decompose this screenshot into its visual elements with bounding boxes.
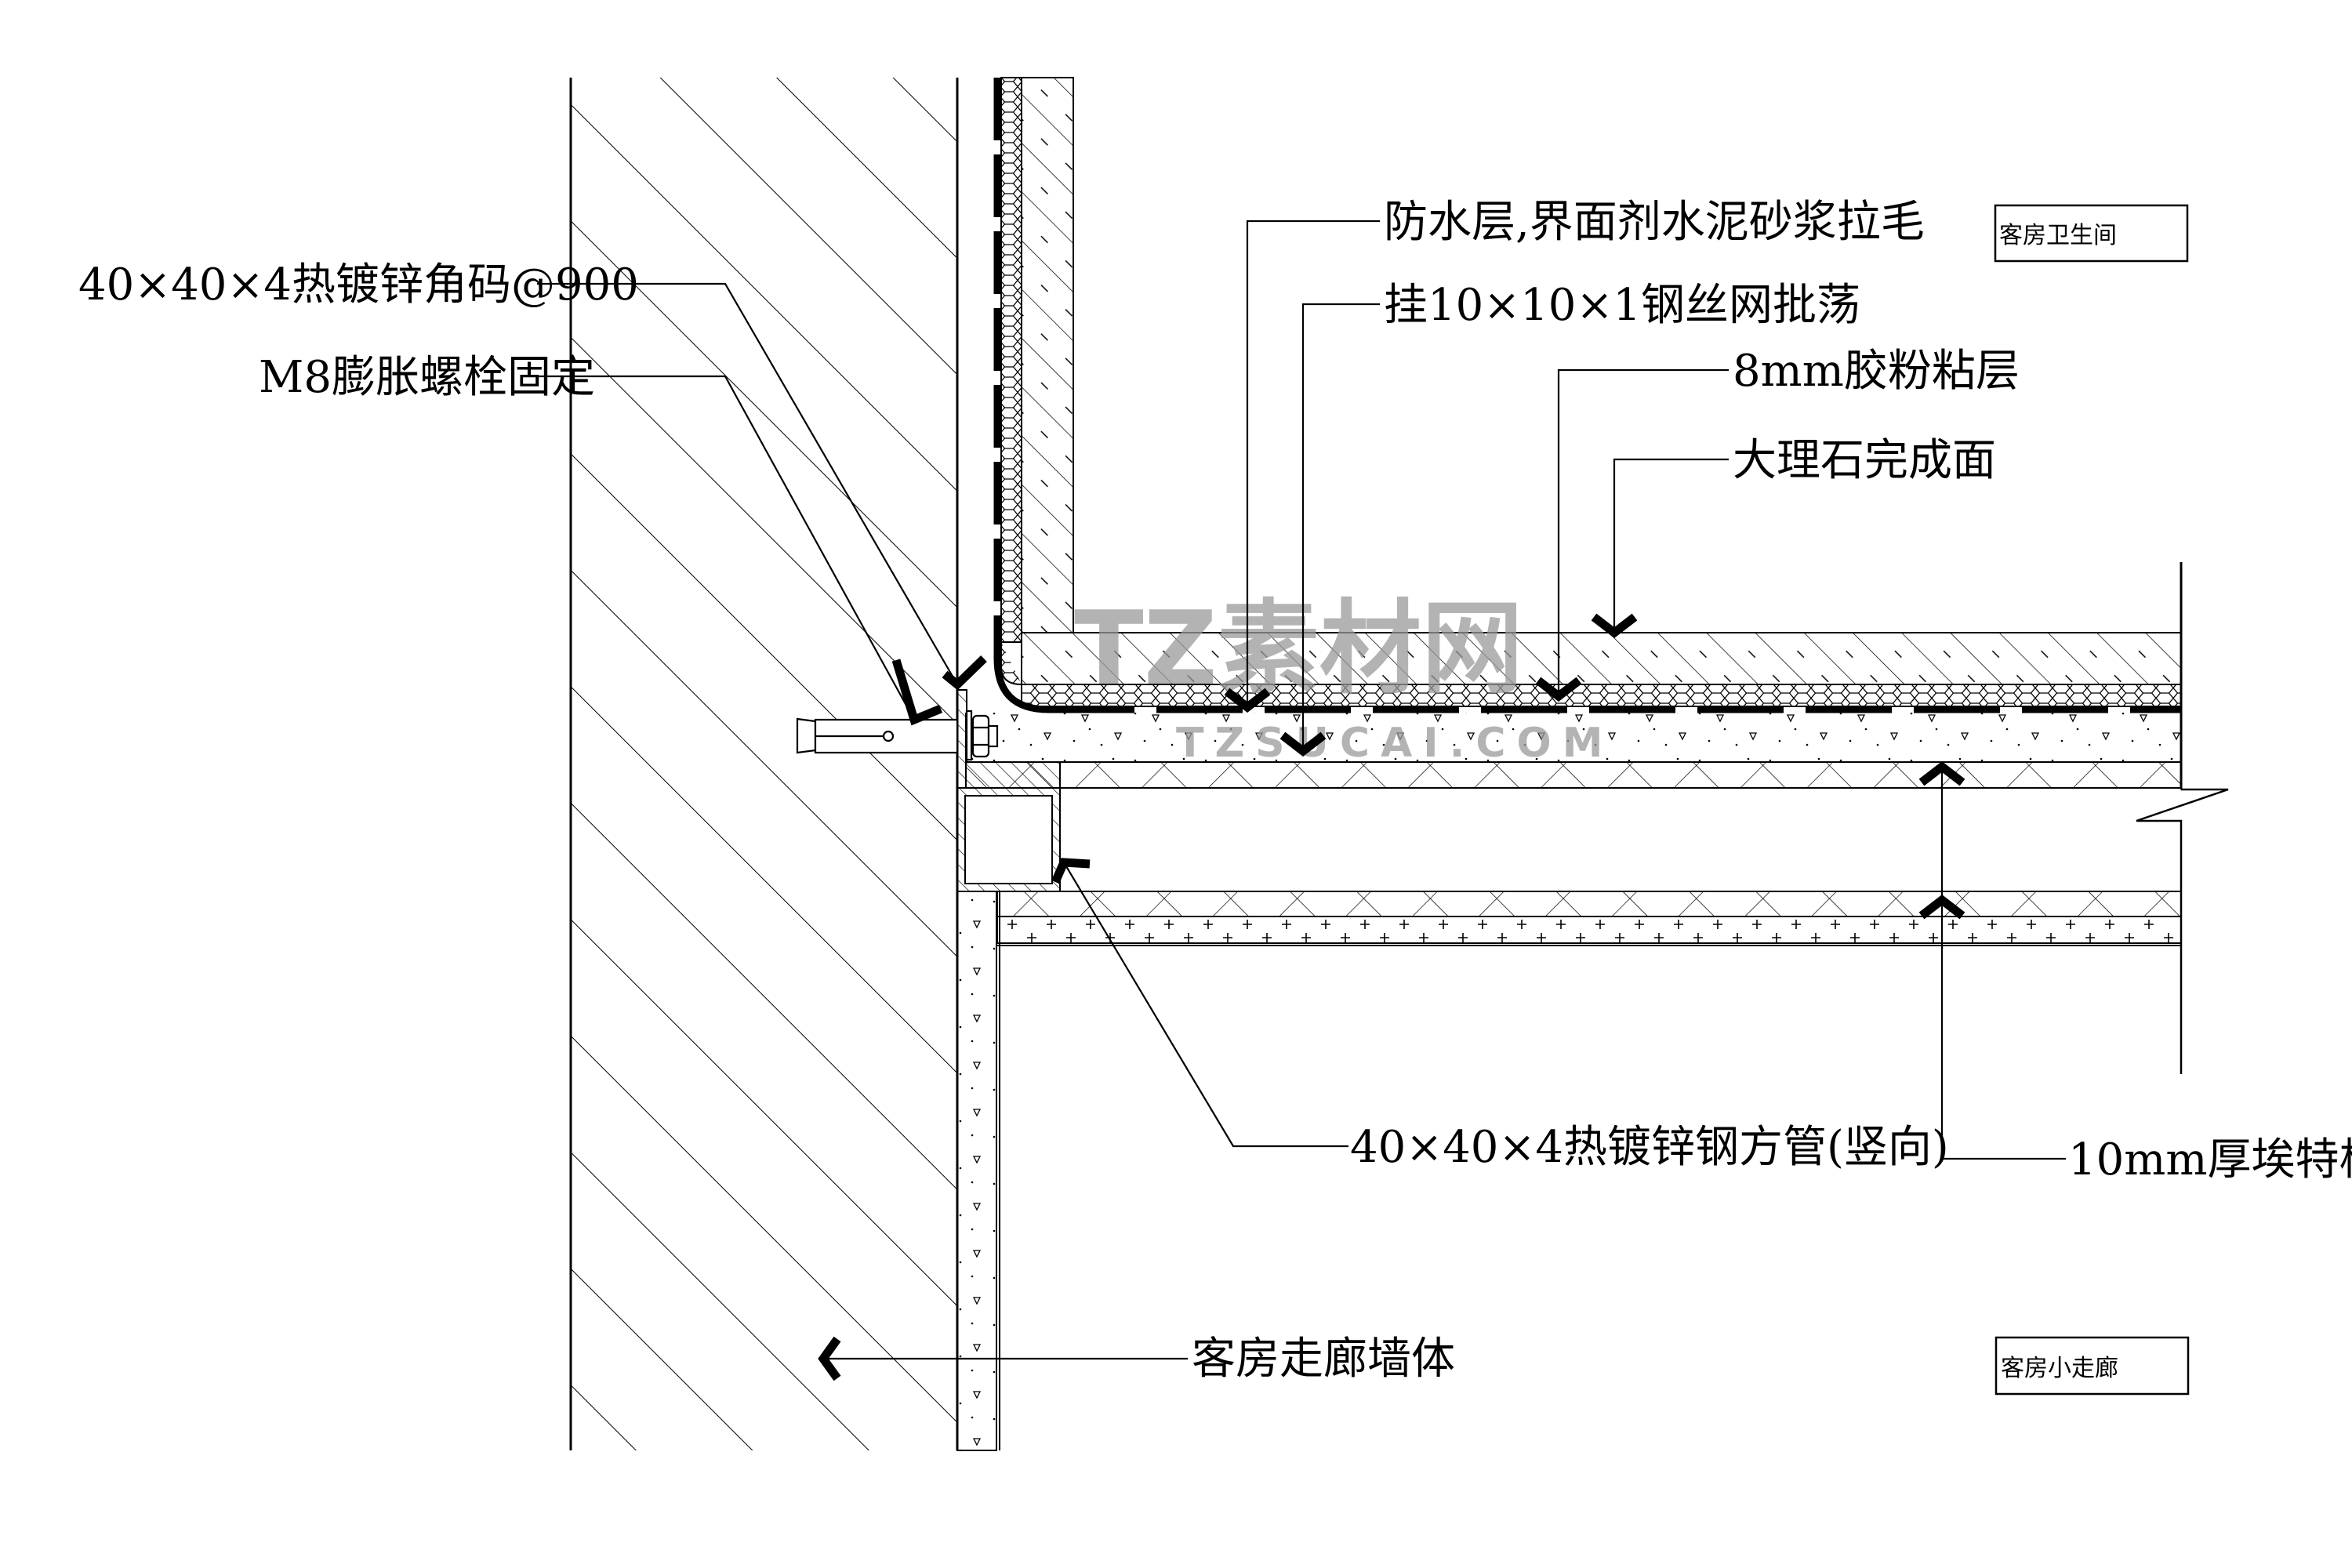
leader-expansion-bolt bbox=[537, 375, 915, 720]
arrow-icon bbox=[1918, 761, 1965, 786]
arrow-marks bbox=[818, 613, 1965, 1381]
arrow-icon bbox=[1591, 613, 1638, 638]
label-expansion-bolt: M8膨胀螺栓固定 bbox=[259, 352, 595, 403]
svg-text:客房卫生间: 客房卫生间 bbox=[1999, 222, 2117, 249]
leader-adhesive bbox=[1557, 368, 1729, 696]
label-corridor-wall: 客房走廊墙体 bbox=[1192, 1334, 1455, 1385]
expansion-bolt bbox=[796, 710, 999, 761]
square-steel-tube bbox=[956, 787, 1061, 892]
label-square-tube: 40×40×4热镀锌钢方管(竖向) bbox=[1350, 1122, 1949, 1173]
bathroom-vertical-finish bbox=[993, 77, 1074, 713]
label-angle-bracket: 40×40×4热镀锌角码@900 bbox=[78, 260, 639, 310]
label-marble: 大理石完成面 bbox=[1733, 435, 1996, 486]
label-adhesive: 8mm胶粉粘层 bbox=[1733, 346, 2020, 397]
label-eter-board: 10mm厚埃特板 bbox=[2068, 1134, 2352, 1185]
corridor-horizontal-finish bbox=[996, 891, 2182, 946]
waterproof-membrane-corner bbox=[993, 658, 1049, 713]
corridor-plaster-strip bbox=[956, 891, 1000, 1451]
svg-text:TZ素材网: TZ素材网 bbox=[1074, 589, 1523, 708]
svg-text:TZSUCAI.COM: TZSUCAI.COM bbox=[1176, 720, 1613, 767]
room-tag-bathroom: 客房卫生间 bbox=[1994, 204, 2189, 263]
label-waterproof: 防水层,界面剂水泥砂浆拉毛 bbox=[1384, 197, 1925, 248]
corridor-wall bbox=[569, 78, 959, 1450]
arrow-icon bbox=[942, 655, 987, 691]
leader-eter-board bbox=[1940, 767, 2066, 1160]
arrow-icon bbox=[1279, 731, 1327, 757]
arrow-icon bbox=[818, 1336, 841, 1381]
leader-lines bbox=[537, 220, 2066, 1360]
leader-square-tube bbox=[1063, 862, 1348, 1148]
watermark: TZ素材网 TZSUCAI.COM bbox=[1074, 589, 1613, 767]
svg-text:客房小走廊: 客房小走廊 bbox=[2001, 1355, 2118, 1382]
annotations: 40×40×4热镀锌角码@900 M8膨胀螺栓固定 防水层,界面剂水泥砂浆拉毛 … bbox=[78, 197, 2352, 1385]
arrow-icon bbox=[1224, 688, 1271, 713]
leader-steel-mesh bbox=[1301, 303, 1380, 751]
arrow-icon bbox=[1918, 895, 1965, 920]
leader-angle-bracket bbox=[537, 282, 958, 685]
arrow-icon bbox=[1051, 858, 1091, 884]
leader-marble bbox=[1613, 458, 1729, 633]
room-tag-corridor: 客房小走廊 bbox=[1994, 1336, 2190, 1396]
leader-waterproof bbox=[1246, 220, 1380, 707]
label-steel-mesh: 挂10×10×1钢丝网批荡 bbox=[1384, 280, 1860, 331]
arrow-icon bbox=[891, 659, 943, 726]
arrow-icon bbox=[1535, 677, 1582, 702]
bathroom-horizontal-finish bbox=[965, 562, 2183, 789]
